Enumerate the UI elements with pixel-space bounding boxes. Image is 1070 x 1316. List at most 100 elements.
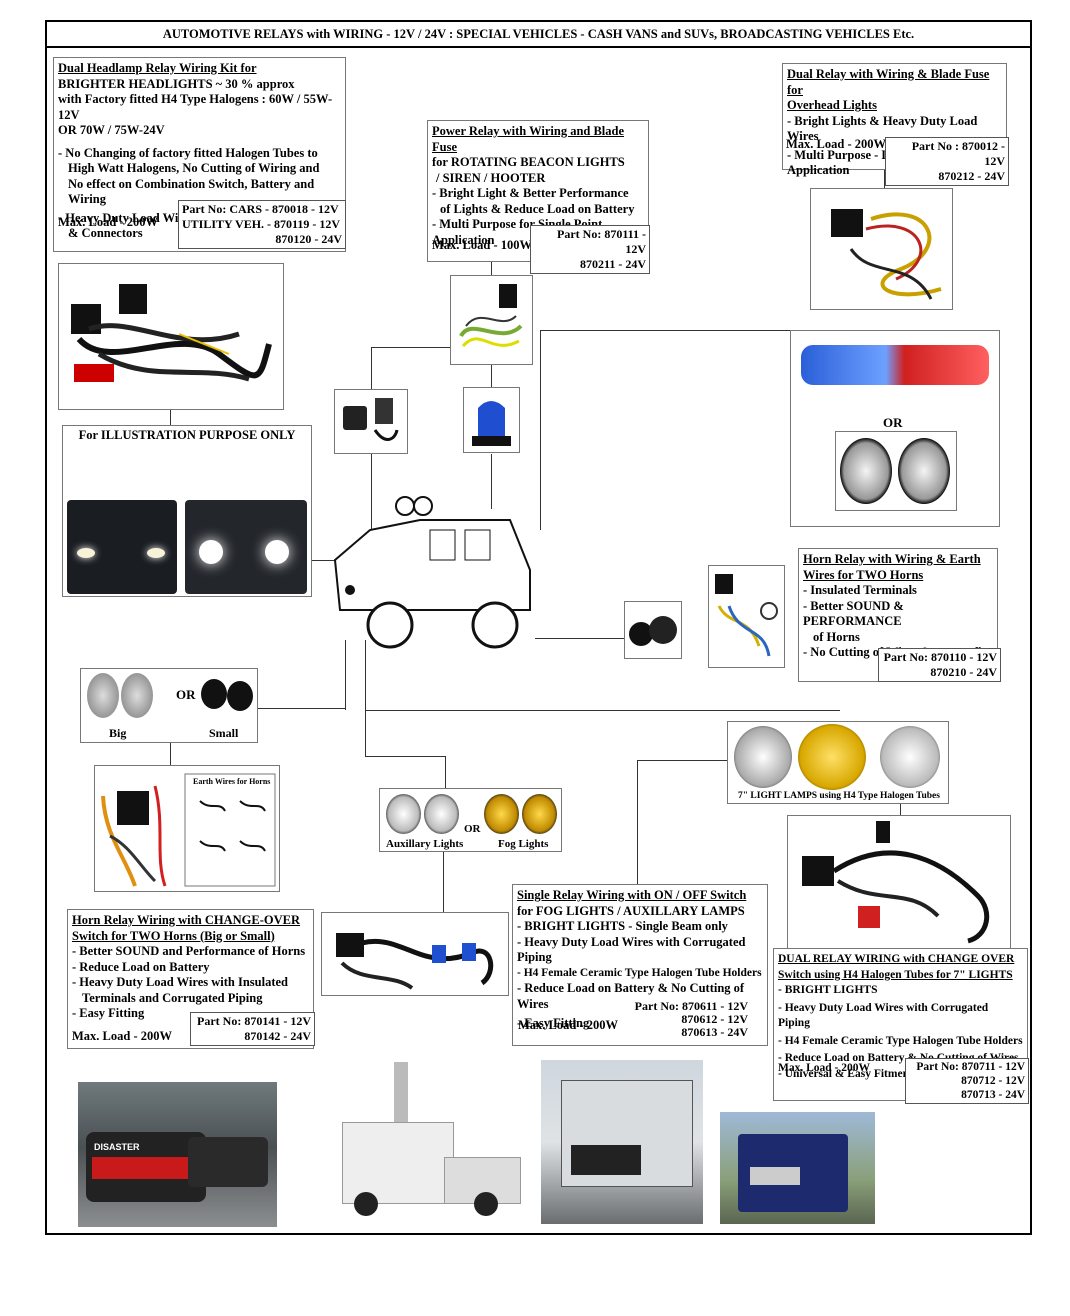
big-horn-label: Big — [109, 726, 127, 740]
connector-line — [637, 760, 638, 885]
disaster-response-vehicles-photo: DISASTER — [78, 1082, 277, 1227]
or-label: OR — [464, 823, 481, 835]
horn-changeover-bullet: - Reduce Load on Battery — [72, 959, 210, 974]
connector-line — [540, 330, 790, 331]
headlamp-heading: Dual Headlamp Relay Wiring Kit for — [58, 61, 257, 75]
fog-heading-2: for FOG LIGHTS / AUXILLARY LAMPS — [517, 903, 745, 918]
seven-inch-lamps-box: 7" LIGHT LAMPS using H4 Type Halogen Tub… — [727, 721, 949, 804]
fog-bullet: - Heavy Duty Load Wires with Corrugated … — [517, 934, 746, 965]
broadcasting-vehicle-photo — [334, 1062, 524, 1227]
horn-heading-2-text: Wires for TWO Horns — [803, 567, 924, 582]
fog-bullet: - Easy Fitting — [517, 1016, 590, 1030]
part-number: 870613 - 24V — [681, 1025, 748, 1039]
dual-heading-2: Switch using H4 Halogen Tubes for 7" LIG… — [778, 968, 1013, 981]
horn-changeover-part-numbers: Part No: 870141 - 12V 870142 - 24V — [190, 1012, 315, 1046]
or-label: OR — [176, 687, 196, 702]
horn-heading: Horn Relay with Wiring & Earth — [803, 552, 981, 566]
horn-part-numbers: Part No: 870110 - 12V 870210 - 24V — [878, 648, 1001, 682]
fog-max-load: Max. Load - 200W — [518, 1018, 618, 1032]
connector-line — [371, 454, 372, 544]
horn-changeover-bullet: Terminals and Corrugated Piping — [82, 990, 263, 1005]
horn-bullet: of Horns — [813, 629, 860, 644]
part-number: 870612 - 12V — [681, 1012, 748, 1026]
connector-line — [371, 347, 451, 348]
part-number: 870142 - 24V — [244, 1029, 311, 1043]
headlamp-heading-2: BRIGHTER HEADLIGHTS ~ 30 % approx — [58, 76, 295, 91]
connector-line — [637, 760, 727, 761]
illustration-label: For ILLUSTRATION PURPOSE ONLY — [78, 428, 296, 442]
fog-bullet: - BRIGHT LIGHTS - Single Beam only — [517, 919, 728, 933]
aux-fog-lights-box: OR Auxillary Lights Fog Lights — [379, 788, 562, 852]
beacon-heading-2: for ROTATING BEACON LIGHTS — [432, 155, 625, 169]
overhead-bullet: - Bright Lights & Heavy Duty Load Wires — [787, 113, 978, 144]
connector-line — [900, 804, 901, 818]
horn-bullet: - Insulated Terminals — [803, 583, 917, 597]
fog-heading: Single Relay Wiring with ON / OFF Switch — [517, 888, 747, 902]
horns-photo — [624, 601, 682, 659]
part-number: 870211 - 24V — [580, 257, 646, 271]
connector-line — [365, 756, 445, 757]
dual-bullet: - Universal & Easy Fitment — [778, 1067, 913, 1080]
beacon-heading-3: / SIREN / HOOTER — [436, 170, 546, 185]
dual-part-numbers: Part No: 870711 - 12V 870712 - 12V 87071… — [905, 1058, 1029, 1104]
headlamp-bullet: High Watt Halogens, No Cutting of Wiring… — [68, 161, 320, 175]
connector-line — [445, 756, 446, 789]
part-number: 870712 - 12V — [961, 1075, 1025, 1087]
horn-changeover-bullet: - Easy Fitting — [72, 1006, 145, 1020]
part-number: Part No : 870012 - 12V — [911, 139, 1005, 168]
connector-line — [258, 708, 346, 709]
part-number: Part No: 870111 - 12V — [557, 227, 646, 256]
overhead-max-load: Max. Load - 200W — [786, 137, 886, 151]
headlamp-bullet: - No Changing of factory fitted Halogen … — [58, 145, 318, 160]
headlamp-bullet: & Connectors — [68, 226, 143, 240]
beacon-bullet: - Bright Light & Better Performance — [432, 186, 629, 200]
dual-bullet: - H4 Female Ceramic Type Halogen Tube Ho… — [778, 1034, 1023, 1047]
horn-bullet: - Better SOUND & PERFORMANCE — [803, 598, 904, 629]
page-frame — [45, 20, 1032, 1235]
fog-bullet: - H4 Female Ceramic Type Halogen Tube Ho… — [517, 966, 762, 979]
headlamp-heading-4: OR 70W / 75W-24V — [58, 123, 165, 137]
horn-relay-photo — [708, 565, 785, 668]
connector-line — [535, 638, 625, 639]
fog-wiring-photo — [321, 912, 509, 996]
horn-heading-2: Wires for TWO Horns — [803, 568, 993, 584]
beacon-relay-photo — [450, 275, 533, 365]
horn-changeover-bullet: - Heavy Duty Load Wires with Insulated — [72, 975, 289, 989]
siren-photo — [334, 389, 408, 454]
dual-heading: DUAL RELAY WIRING with CHANGE OVER — [778, 953, 1015, 965]
car-headlights-after-photo — [185, 500, 307, 594]
armored-vehicle-sketch — [330, 490, 540, 660]
cash-van-photo — [541, 1060, 703, 1224]
fog-relay-box: Single Relay Wiring with ON / OFF Switch… — [512, 884, 768, 1046]
overhead-heading-2: Overhead Lights — [787, 98, 877, 112]
seven-inch-lamps-label: 7" LIGHT LAMPS using H4 Type Halogen Tub… — [738, 791, 940, 801]
connector-line — [345, 640, 346, 710]
connector-line — [365, 640, 366, 756]
part-number: 870713 - 24V — [961, 1089, 1025, 1101]
car-headlights-before-photo — [67, 500, 177, 594]
dual-max-load: Max. Load - 200W — [778, 1062, 870, 1074]
horns-big-small-box: OR Big Small — [80, 668, 258, 743]
part-number: 870212 - 24V — [938, 169, 1005, 183]
connector-line — [491, 454, 492, 509]
part-number: Part No: 870611 - 12V — [634, 999, 748, 1013]
headlamp-part-numbers: Part No: CARS - 870018 - 12V UTILITY VEH… — [178, 200, 346, 249]
illustration-box: For ILLUSTRATION PURPOSE ONLY — [62, 425, 312, 597]
dual-relay-wiring-photo — [787, 815, 1011, 950]
connector-line — [540, 330, 541, 530]
rotating-beacon-photo — [463, 387, 520, 453]
overhead-wiring-photo — [810, 188, 953, 310]
part-number: Part No: 870110 - 12V — [883, 650, 997, 664]
horn-changeover-max-load: Max. Load - 200W — [72, 1029, 172, 1043]
small-horn-label: Small — [209, 726, 239, 740]
part-number: 870120 - 24V — [275, 232, 342, 246]
beacon-heading: Power Relay with Wiring and Blade Fuse — [432, 124, 625, 154]
horn-changeover-heading: Horn Relay Wiring with CHANGE-OVER — [72, 913, 301, 927]
connector-line — [884, 168, 885, 190]
headlamp-wiring-kit-photo — [58, 263, 284, 410]
connector-line — [170, 742, 171, 766]
horn-changeover-bullet: - Better SOUND and Performance of Horns — [72, 944, 306, 958]
horn-changeover-heading-2: Switch for TWO Horns (Big or Small) — [72, 928, 275, 943]
overhead-part-numbers: Part No : 870012 - 12V 870212 - 24V — [885, 137, 1009, 186]
connector-line — [443, 852, 444, 914]
